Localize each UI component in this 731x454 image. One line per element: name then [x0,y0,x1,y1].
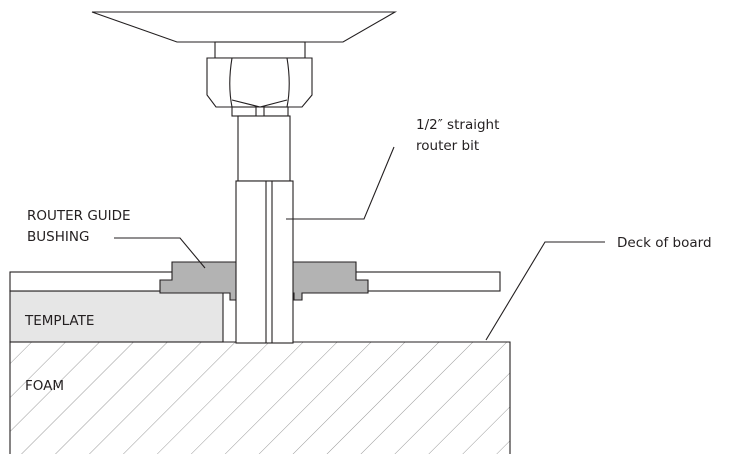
collet [214,41,306,59]
nut-spacers [231,106,289,117]
router-motor-base [91,11,398,43]
router-bit-shank [237,115,291,182]
template-block [9,290,224,343]
foam-label: FOAM [25,378,64,394]
collet-nut [206,57,313,108]
template-label: TEMPLATE [24,313,94,329]
router-bit-label: 1/2″ straight router bit [416,117,504,154]
deck-label: Deck of board [617,235,712,251]
router-bit-label-line-2: router bit [416,138,479,154]
foam-block [9,341,511,454]
guide-bushing-label-line-2: BUSHING [27,229,89,245]
guide-bushing-label: ROUTER GUIDE BUSHING [27,208,135,245]
router-bit-label-line-1: 1/2″ straight [416,117,499,133]
guide-bushing-label-line-1: ROUTER GUIDE [27,208,131,224]
deck-leader [485,241,605,341]
router-bit-body [235,180,294,344]
router-bit-leader [286,146,395,220]
guide-bushing-leader [114,237,206,269]
